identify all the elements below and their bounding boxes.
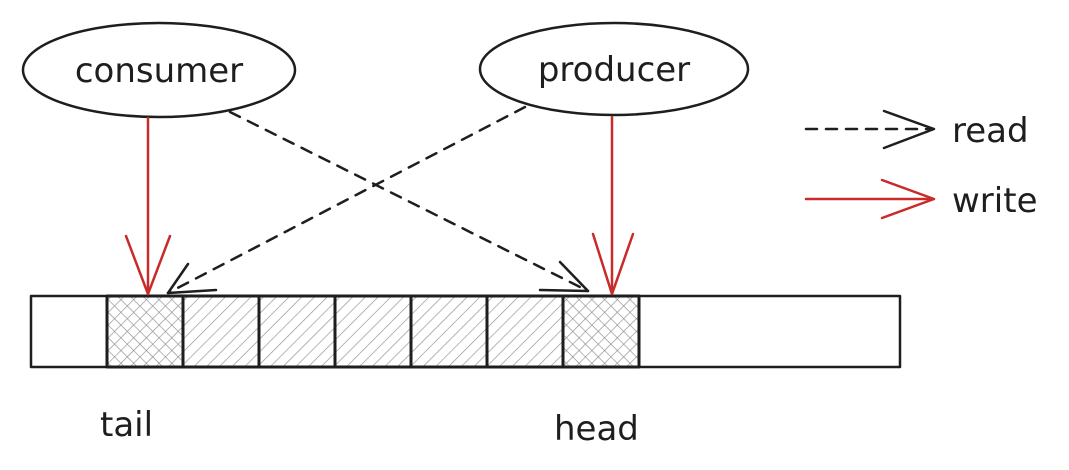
producer-writes-head-arrowhead	[591, 232, 635, 296]
buffer-slot-fill-6	[488, 297, 562, 366]
legend-read-arrowhead	[882, 109, 936, 150]
consumer-reads-head-arrowhead	[538, 260, 590, 293]
consumer-node: consumer	[21, 21, 297, 119]
legend-write-arrowhead	[880, 178, 936, 220]
legend-read-label: read	[952, 111, 1029, 151]
read-arrows	[166, 105, 590, 295]
producer-reads-tail-arrow	[166, 105, 527, 295]
consumer-ellipse	[21, 21, 297, 119]
buffer-slot-fill-5	[412, 297, 486, 366]
legend: read write	[804, 109, 1037, 221]
write-arrows	[124, 115, 635, 296]
legend-write-label: write	[952, 181, 1037, 221]
producer-label: producer	[538, 50, 690, 90]
producer-reads-tail-arrowhead	[166, 262, 218, 295]
buffer-slot-fill-2	[184, 297, 258, 366]
consumer-reads-head-arrow	[228, 110, 590, 293]
consumer-label: consumer	[75, 51, 243, 91]
buffer-slot-fill-4	[336, 297, 410, 366]
legend-read: read	[804, 109, 1029, 151]
legend-write: write	[804, 178, 1037, 221]
tail-label: tail	[100, 405, 153, 445]
consumer-writes-tail-arrowhead	[124, 234, 172, 296]
producer-ellipse	[478, 21, 750, 117]
buffer	[29, 294, 902, 369]
buffer-slot-fill-3	[260, 297, 334, 366]
head-label: head	[554, 409, 639, 449]
buffer-slot-fill-7	[564, 297, 638, 366]
buffer-pointer-slot	[561, 294, 641, 369]
buffer-slot-fill-1	[108, 297, 182, 366]
buffer-slots	[105, 294, 641, 369]
producer-node: producer	[478, 21, 750, 117]
